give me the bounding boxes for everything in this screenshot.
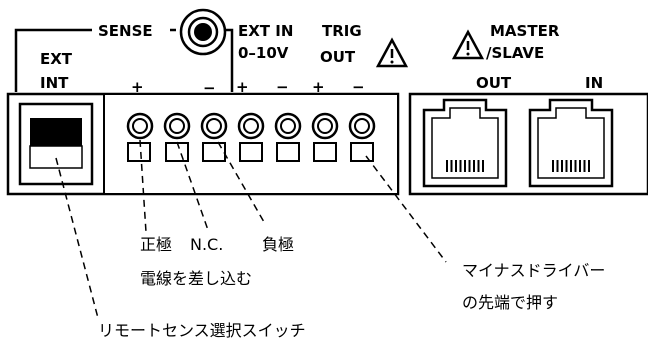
sense-minus-label: − bbox=[203, 79, 216, 97]
knob-icon bbox=[179, 8, 227, 56]
trig-label: TRIG bbox=[322, 22, 362, 40]
slave-label: /SLAVE bbox=[486, 44, 544, 62]
trig-minus-label: − bbox=[352, 78, 365, 96]
trig-plus-label: + bbox=[312, 78, 325, 96]
leader-lines bbox=[55, 139, 447, 319]
leader-positive bbox=[139, 139, 147, 233]
rj-in-label: IN bbox=[585, 74, 603, 92]
leader-nc bbox=[176, 141, 209, 231]
extin-minus-label: − bbox=[276, 78, 289, 96]
leader-switch bbox=[55, 157, 99, 319]
master-label: MASTER bbox=[490, 22, 560, 40]
positive-callout: 正極 bbox=[140, 235, 172, 254]
terminal-screw[interactable] bbox=[274, 112, 302, 162]
terminal-screw[interactable] bbox=[348, 112, 376, 162]
driver-callout-line2: の先端で押す bbox=[462, 293, 558, 312]
driver-callout-line1: マイナスドライバー bbox=[462, 261, 605, 280]
trig-out-label: OUT bbox=[320, 48, 356, 66]
insert-wire-callout: 電線を差し込む bbox=[140, 269, 252, 288]
rj-out-label: OUT bbox=[476, 74, 512, 92]
terminal-screw[interactable] bbox=[311, 112, 339, 162]
ext-label: EXT bbox=[40, 50, 73, 68]
rj-port-out[interactable] bbox=[422, 98, 508, 188]
int-label: INT bbox=[40, 74, 69, 92]
terminal-screw[interactable] bbox=[237, 112, 265, 162]
leader-negative bbox=[217, 141, 265, 223]
warning-icon bbox=[451, 29, 485, 60]
rj-port-in[interactable] bbox=[528, 98, 614, 188]
terminal-screw[interactable] bbox=[200, 112, 228, 162]
terminal-screw[interactable] bbox=[126, 112, 154, 162]
warning-icon bbox=[375, 37, 409, 68]
extin-range-label: 0–10V bbox=[238, 44, 289, 62]
switch-callout: リモートセンス選択スイッチ bbox=[98, 321, 306, 340]
screw-terminals bbox=[126, 112, 376, 162]
extin-label: EXT IN bbox=[238, 22, 293, 40]
sense-label: SENSE bbox=[98, 22, 153, 40]
leader-driver bbox=[365, 155, 447, 263]
negative-callout: 負極 bbox=[262, 235, 294, 254]
remote-sense-switch[interactable] bbox=[18, 102, 94, 186]
sense-plus-label: + bbox=[131, 78, 144, 96]
sense-bracket bbox=[14, 28, 234, 92]
nc-callout: N.C. bbox=[190, 235, 223, 254]
extin-plus-label: + bbox=[236, 78, 249, 96]
